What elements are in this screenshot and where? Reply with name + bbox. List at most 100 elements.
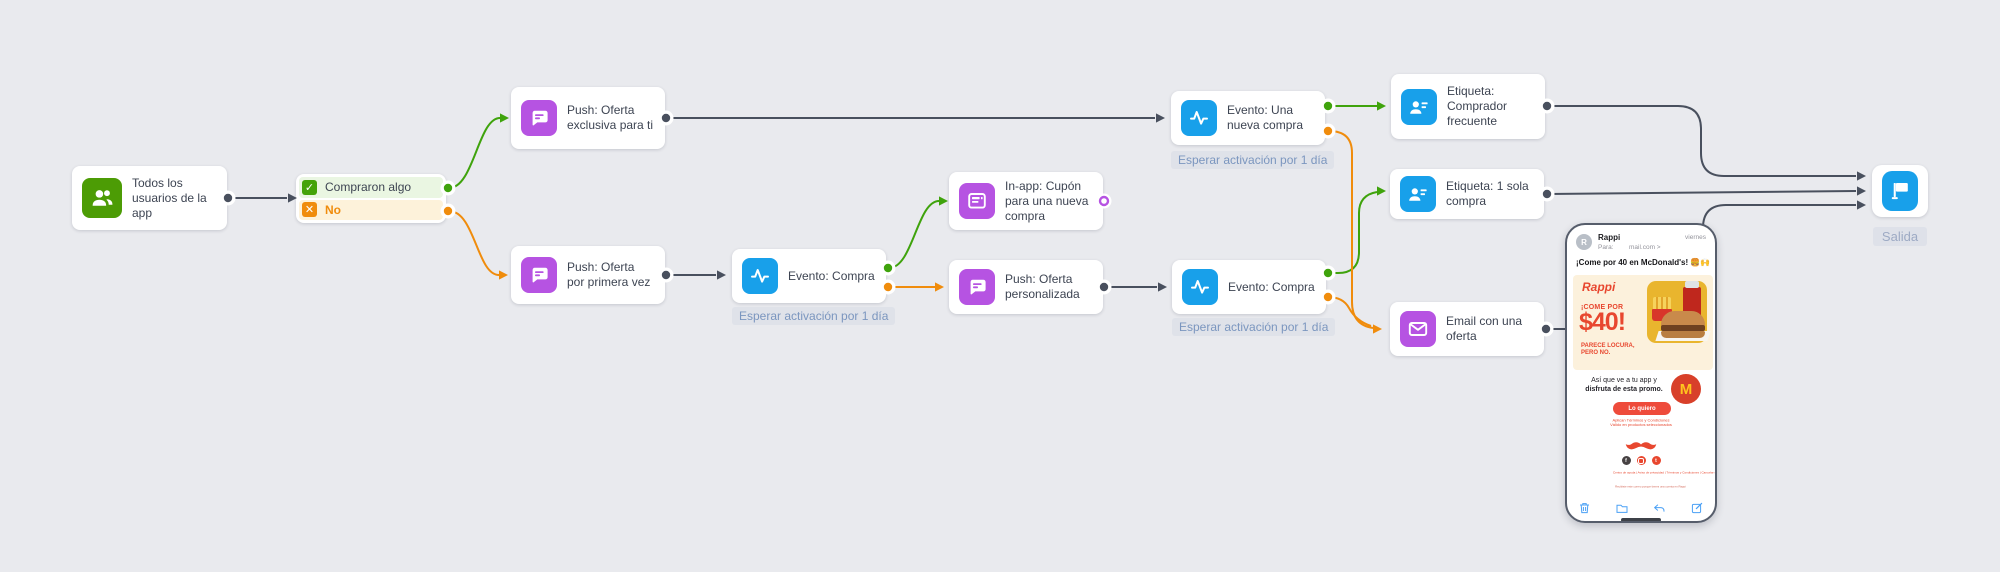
port-pushexclusive-out[interactable] — [661, 113, 671, 123]
burger-bun — [1661, 331, 1705, 338]
edge-no-pushfirst[interactable] — [448, 210, 500, 276]
sender-name: Rappi — [1598, 233, 1621, 242]
email-icon — [1400, 311, 1436, 347]
orange-arrowheads — [499, 270, 1382, 334]
burger — [1661, 311, 1705, 327]
dark-arrowheads — [288, 113, 1866, 292]
wait-badge: Esperar activación por 1 día — [1172, 318, 1336, 336]
edge-event2-tagsingle[interactable] — [1328, 191, 1378, 274]
cta-button[interactable]: Lo quiero — [1613, 402, 1671, 415]
node-label: In-app: Cupón para una nueva compra — [1005, 178, 1089, 223]
node-exit[interactable] — [1872, 165, 1928, 217]
reply-icon[interactable] — [1653, 503, 1665, 514]
edge-event1-inapp[interactable] — [888, 200, 940, 269]
node-event-purchase-2[interactable]: Evento: Compra — [1172, 260, 1326, 314]
edge-eventnew-email[interactable] — [1328, 130, 1374, 329]
flag-icon — [1882, 171, 1918, 211]
folder-icon[interactable] — [1616, 503, 1628, 514]
node-condition[interactable]: ✓ Compraron algo ✕ No — [296, 174, 446, 223]
facebook-icon[interactable]: f — [1621, 456, 1631, 465]
event-pulse-icon — [1181, 100, 1217, 136]
to-label: Para: — [1598, 244, 1614, 251]
port-condition-no[interactable] — [443, 206, 453, 216]
node-label: Email con una oferta — [1446, 314, 1523, 343]
edge-event2-email[interactable] — [1327, 296, 1372, 327]
burger-patty — [1661, 325, 1705, 331]
exit-label: Salida — [1872, 227, 1928, 246]
port-pushfirst-out[interactable] — [661, 270, 671, 280]
port-pushpers-out[interactable] — [1099, 282, 1109, 292]
port-event1-green[interactable] — [883, 263, 893, 273]
mcdonalds-logo: M — [1671, 374, 1701, 404]
port-eventnew-green[interactable] — [1323, 101, 1333, 111]
twitter-icon[interactable]: t — [1651, 456, 1661, 465]
mail-toolbar — [1567, 499, 1715, 517]
port-event2-green[interactable] — [1323, 268, 1333, 278]
to-value: mail.com > — [1629, 244, 1661, 251]
event-pulse-icon — [742, 258, 778, 294]
green-arrowheads — [500, 101, 1386, 206]
node-push-exclusive[interactable]: Push: Oferta exclusiva para ti — [511, 87, 665, 149]
port-tagfrequent-out[interactable] — [1542, 101, 1552, 111]
port-tagsingle-out[interactable] — [1542, 189, 1552, 199]
condition-no-label: No — [325, 202, 341, 217]
email-fine-print: Recibiste este correo porque tienes una … — [1615, 485, 1686, 489]
condition-branch-no[interactable]: ✕ No — [299, 199, 443, 220]
node-audience[interactable]: Todos los usuarios de la app — [72, 166, 227, 230]
inapp-icon — [959, 183, 995, 219]
users-icon — [82, 178, 122, 218]
node-label: Evento: Compra — [788, 268, 875, 283]
tag-contact-icon — [1400, 176, 1436, 212]
rappi-mustache-icon — [1625, 442, 1657, 450]
condition-branch-yes[interactable]: ✓ Compraron algo — [299, 177, 443, 198]
node-label: Evento: Una nueva compra — [1227, 103, 1304, 132]
node-tag-single[interactable]: Etiqueta: 1 sola compra — [1390, 169, 1544, 219]
promo-amount: $40! — [1579, 308, 1626, 336]
node-label: Todos los usuarios de la app — [132, 175, 207, 220]
wait-badge: Esperar activación por 1 día — [1171, 151, 1335, 169]
social-icons: f t — [1567, 456, 1715, 465]
port-eventnew-orange[interactable] — [1323, 126, 1333, 136]
push-icon — [959, 269, 995, 305]
port-condition-yes[interactable] — [443, 183, 453, 193]
node-push-first[interactable]: Push: Oferta por primera vez — [511, 246, 665, 304]
tag-contact-icon — [1401, 88, 1437, 125]
node-email-offer[interactable]: Email con una oferta — [1390, 302, 1544, 356]
node-event-purchase-1[interactable]: Evento: Compra — [732, 249, 886, 303]
edge-tagsingle-exit[interactable] — [1547, 190, 1857, 195]
push-icon — [521, 100, 557, 136]
node-label: Push: Oferta exclusiva para ti — [567, 103, 654, 132]
check-icon: ✓ — [302, 179, 317, 195]
promo-subline: PARECE LOCURA,PERO NO. — [1581, 343, 1635, 356]
node-inapp-coupon[interactable]: In-app: Cupón para una nueva compra — [949, 172, 1103, 230]
port-inapp-out-empty[interactable] — [1098, 195, 1110, 207]
compose-icon[interactable] — [1691, 502, 1703, 514]
node-event-new-purchase[interactable]: Evento: Una nueva compra — [1171, 91, 1325, 145]
node-label: Push: Oferta personalizada — [1005, 272, 1080, 301]
port-event1-orange[interactable] — [883, 282, 893, 292]
event-pulse-icon — [1182, 269, 1218, 305]
soda-cup — [1683, 281, 1701, 317]
node-tag-frequent[interactable]: Etiqueta: Comprador frecuente — [1391, 74, 1545, 139]
port-event2-orange[interactable] — [1323, 292, 1333, 302]
promo-banner: Rappi ¡COME POR $40! PARECE LOCURA,PERO … — [1573, 275, 1713, 370]
email-footer-links[interactable]: Centro de ayuda | Aviso de privacidad | … — [1612, 471, 1717, 475]
port-email-out[interactable] — [1541, 324, 1551, 334]
sender-avatar: R — [1576, 234, 1592, 250]
node-label: Etiqueta: Comprador frecuente — [1447, 84, 1508, 128]
x-icon: ✕ — [302, 202, 317, 218]
node-push-personalized[interactable]: Push: Oferta personalizada — [949, 260, 1103, 314]
node-label: Etiqueta: 1 sola compra — [1446, 179, 1529, 208]
port-audience-out[interactable] — [223, 193, 233, 203]
edge-tagfrequent-exit[interactable] — [1548, 105, 1856, 177]
instagram-icon[interactable] — [1636, 456, 1646, 465]
node-label: Evento: Compra — [1228, 279, 1315, 294]
trash-icon[interactable] — [1579, 502, 1590, 514]
rappi-logo: Rappi — [1582, 280, 1616, 294]
email-preview-phone: R Rappi Para: mail.com > viernes ¡Come p… — [1565, 223, 1717, 523]
exit-label-wrap: Salida — [1864, 227, 1936, 246]
edge-yes-pushexclusive[interactable] — [448, 117, 501, 189]
